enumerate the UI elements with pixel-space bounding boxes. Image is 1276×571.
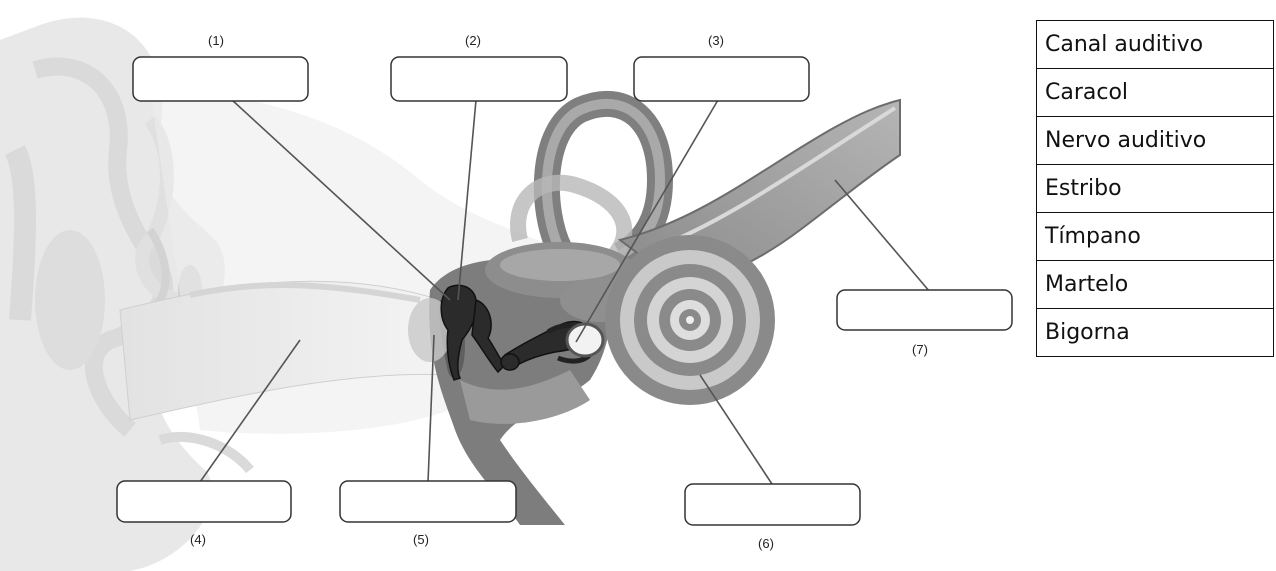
word-bank-row: Nervo auditivo <box>1037 117 1274 165</box>
word-bank-row: Estribo <box>1037 165 1274 213</box>
word-bank-item: Bigorna <box>1037 309 1274 357</box>
answer-box-5[interactable] <box>340 481 516 522</box>
label-5: (5) <box>413 532 429 547</box>
word-bank-item: Tímpano <box>1037 213 1274 261</box>
word-bank-item: Martelo <box>1037 261 1274 309</box>
label-7: (7) <box>912 342 928 357</box>
word-bank-table: Canal auditivo Caracol Nervo auditivo Es… <box>1036 20 1274 357</box>
label-4: (4) <box>190 532 206 547</box>
word-bank-item: Canal auditivo <box>1037 21 1274 69</box>
answer-box-2[interactable] <box>391 57 567 101</box>
label-6: (6) <box>758 536 774 551</box>
cochlea <box>605 235 775 405</box>
word-bank-row: Caracol <box>1037 69 1274 117</box>
word-bank-row: Martelo <box>1037 261 1274 309</box>
ear-diagram: (1) (2) (3) (4) (5) (6) (7) <box>0 0 1030 571</box>
label-2: (2) <box>465 33 481 48</box>
answer-box-4[interactable] <box>117 481 291 522</box>
answer-box-7[interactable] <box>837 290 1012 330</box>
label-3: (3) <box>708 33 724 48</box>
word-bank-item: Caracol <box>1037 69 1274 117</box>
word-bank-row: Bigorna <box>1037 309 1274 357</box>
word-bank-row: Canal auditivo <box>1037 21 1274 69</box>
answer-box-6[interactable] <box>685 484 860 525</box>
answer-box-1[interactable] <box>133 57 308 101</box>
word-bank-item: Estribo <box>1037 165 1274 213</box>
answer-box-3[interactable] <box>634 57 809 101</box>
word-bank-row: Tímpano <box>1037 213 1274 261</box>
word-bank-item: Nervo auditivo <box>1037 117 1274 165</box>
label-1: (1) <box>208 33 224 48</box>
